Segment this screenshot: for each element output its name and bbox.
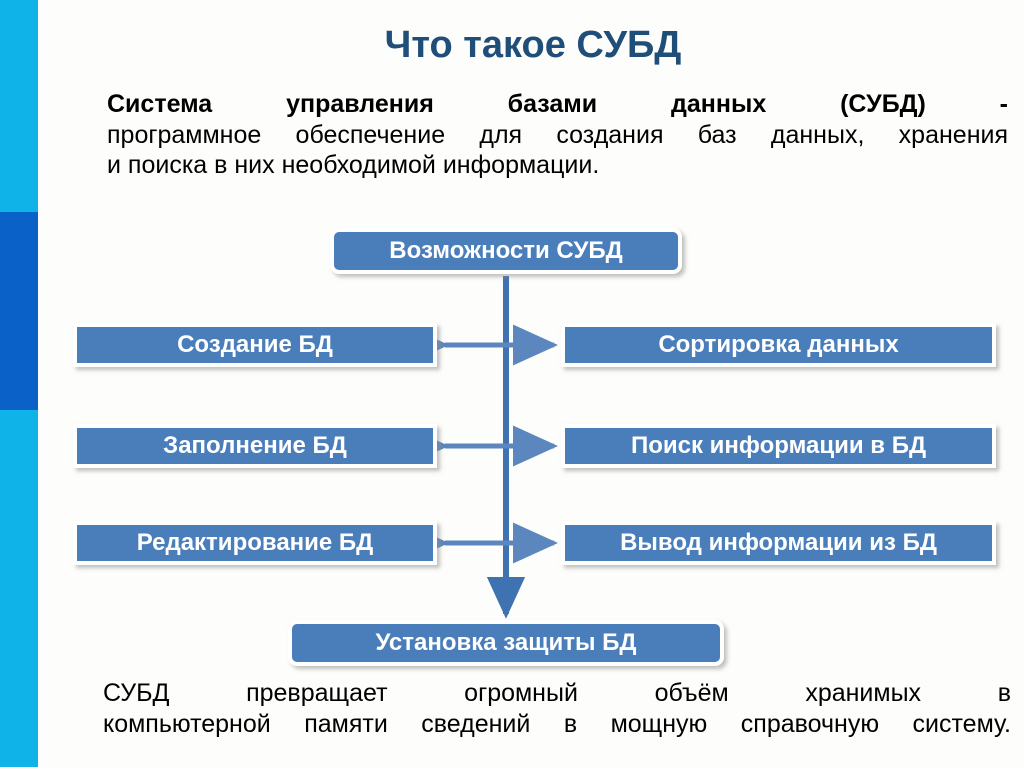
node-output-info[interactable]: Вывод информации из БД bbox=[561, 521, 996, 565]
intro-line-3: и поиска в них необходимой информации. bbox=[107, 151, 600, 179]
intro-line-2: программное обеспечение для создания баз… bbox=[107, 120, 1008, 149]
intro-paragraph: Система управления базами данных (СУБД) … bbox=[63, 89, 1008, 181]
left-rail-dark-segment bbox=[0, 212, 38, 410]
outro-line-2: компьютерной памяти сведений в мощную сп… bbox=[103, 709, 1011, 738]
node-sort-data[interactable]: Сортировка данных bbox=[561, 323, 996, 367]
outro-paragraph: СУБД превращает огромный объём хранимых … bbox=[63, 678, 1011, 739]
node-search-info[interactable]: Поиск информации в БД bbox=[561, 424, 996, 468]
node-root-capabilities[interactable]: Возможности СУБД bbox=[330, 228, 682, 274]
left-rail-gap bbox=[38, 0, 52, 767]
node-create-db[interactable]: Создание БД bbox=[73, 323, 437, 367]
node-edit-db[interactable]: Редактирование БД bbox=[73, 521, 437, 565]
page-title: Что такое СУБД bbox=[384, 24, 682, 66]
node-set-protection[interactable]: Установка защиты БД bbox=[288, 620, 724, 666]
outro-line-1: СУБД превращает огромный объём хранимых … bbox=[103, 679, 1011, 707]
intro-line-1: Система управления базами данных (СУБД) … bbox=[107, 90, 1008, 118]
node-fill-db[interactable]: Заполнение БД bbox=[73, 424, 437, 468]
